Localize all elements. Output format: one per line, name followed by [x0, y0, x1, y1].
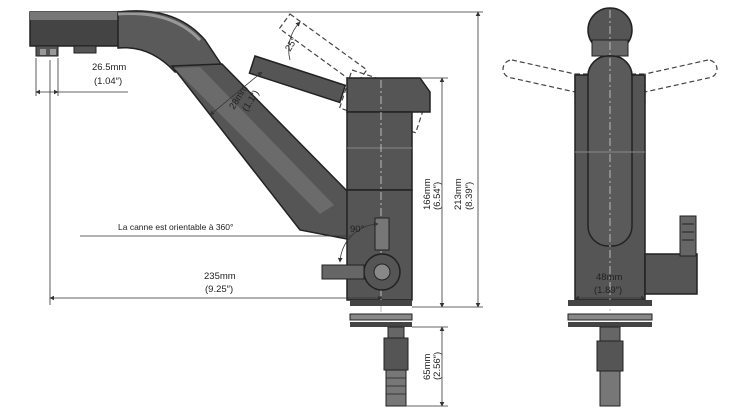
- lever-handle: [248, 55, 347, 104]
- side-view: 26.5mm (1.04″) 28mm (1.1″) 25° 166mm (6.…: [29, 10, 483, 407]
- front-side-valve: [644, 215, 698, 295]
- shank: [383, 326, 409, 407]
- body-diameter-metric: 48mm: [596, 272, 622, 283]
- spout-neck: [117, 10, 227, 73]
- body-diameter-imperial: (1.89″): [594, 285, 622, 296]
- shank-length-imperial: (2.56″): [432, 352, 443, 380]
- total-height-imperial: (8.39″): [464, 182, 475, 210]
- outlet-width-metric: 26.5mm: [92, 62, 126, 73]
- dimension-lines: [35, 11, 483, 407]
- reach-imperial: (9.25″): [205, 284, 233, 295]
- lever-angle-label: 25°: [283, 35, 300, 53]
- body-height-metric: 166mm: [422, 178, 433, 210]
- front-view: 48mm (1.89″): [502, 7, 718, 407]
- total-height-metric: 213mm: [453, 178, 464, 210]
- body-height-imperial: (6.54″): [432, 182, 443, 210]
- reach-metric: 235mm: [204, 271, 236, 282]
- swivel-note: La canne est orientable à 360°: [118, 222, 233, 232]
- outlet-width-imperial: (1.04″): [94, 76, 122, 87]
- shank-length-metric: 65mm: [422, 354, 433, 380]
- valve-angle-label: 90°: [350, 224, 365, 235]
- spout-head: [29, 11, 123, 57]
- side-valve: [321, 217, 401, 291]
- base-plates: [349, 300, 413, 327]
